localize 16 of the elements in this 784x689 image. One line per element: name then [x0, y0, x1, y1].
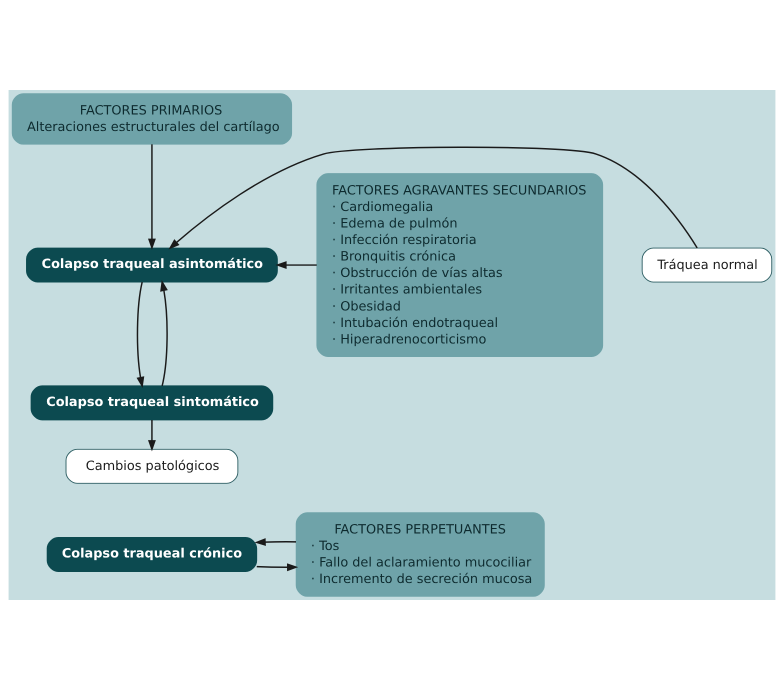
arrow: [275, 260, 317, 268]
arrow: [168, 146, 698, 249]
arrow: [148, 419, 156, 451]
node-box: Tráquea normal: [642, 247, 772, 282]
arrow: [136, 281, 144, 388]
node-box: FACTORES AGRAVANTES SECUNDARIOS · Cardiomegalia · Edema de pulmón · Infección respiratoria · Bronquitis crónica · Obstrucción de vías altas · Irritantes ambientales · Obesidad · Intubación endotraqueal · Hiperadrenocorticismo: [316, 172, 604, 356]
arrow: [254, 538, 296, 546]
node-box: Colapso traqueal crónico: [46, 536, 258, 572]
node-box: FACTORES PRIMARIOS Alteraciones estructurales del cartílago: [12, 92, 292, 144]
node-box: Colapso traqueal asintomático: [26, 247, 278, 282]
node-box: FACTORES PERPETUANTES · Tos · Fallo del aclaramiento mucociliar · Incremento de secreción mucosa: [296, 512, 545, 596]
arrow: [160, 279, 168, 386]
node-box: Colapso traqueal sintomático: [30, 384, 274, 420]
node-box: Cambios patológicos: [66, 448, 238, 484]
arrow: [256, 562, 298, 571]
arrow: [148, 144, 156, 250]
